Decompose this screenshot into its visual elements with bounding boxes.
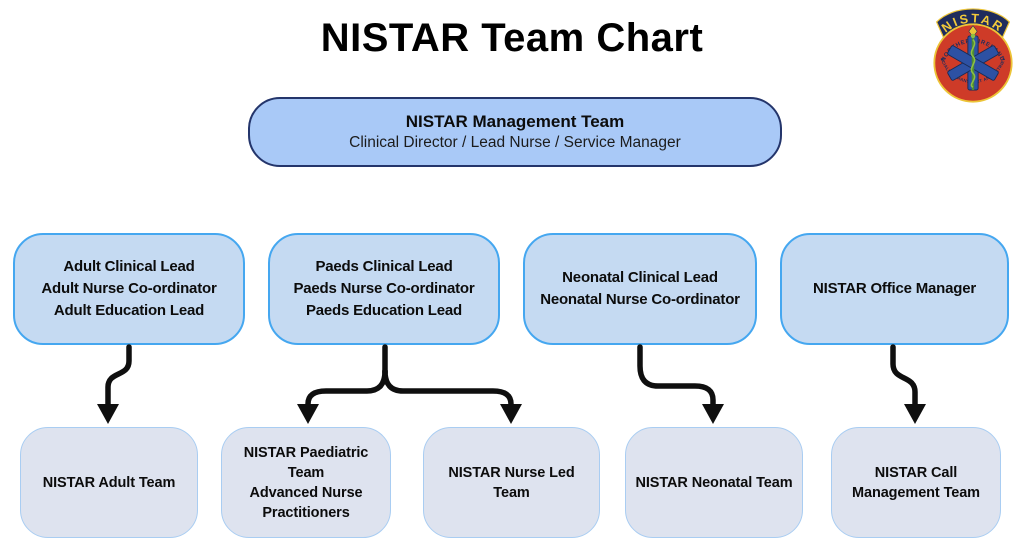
node-line: Management Team bbox=[852, 484, 980, 501]
node-line: Team bbox=[493, 484, 530, 501]
node-call-management-team: NISTAR Call Management Team bbox=[831, 427, 1001, 538]
arrow-office bbox=[890, 344, 918, 408]
arrowhead-neonatal bbox=[702, 404, 724, 424]
node-paediatric-team: NISTAR Paediatric Team Advanced Nurse Pr… bbox=[221, 427, 391, 538]
node-management-team: NISTAR Management Team Clinical Director… bbox=[248, 97, 782, 167]
arrowhead-adult bbox=[97, 404, 119, 424]
node-adult-leads: Adult Clinical Lead Adult Nurse Co-ordin… bbox=[13, 233, 245, 345]
node-office-manager: NISTAR Office Manager bbox=[780, 233, 1009, 345]
node-neonatal-team: NISTAR Neonatal Team bbox=[625, 427, 803, 538]
arrow-paeds-right bbox=[382, 368, 514, 408]
node-line: NISTAR Call bbox=[874, 464, 958, 481]
node-line: Paeds Education Lead bbox=[305, 302, 463, 319]
node-line: Advanced Nurse bbox=[249, 484, 363, 501]
arrowhead-office bbox=[904, 404, 926, 424]
arrow-paeds-left bbox=[305, 368, 388, 408]
arrow-adult bbox=[105, 344, 132, 408]
arrowhead-paeds-right bbox=[500, 404, 522, 424]
star-of-life-icon bbox=[947, 33, 999, 91]
node-line: Neonatal Clinical Lead bbox=[562, 269, 718, 286]
management-title: NISTAR Management Team bbox=[405, 112, 625, 131]
node-adult-team: NISTAR Adult Team bbox=[20, 427, 198, 538]
management-subtitle: Clinical Director / Lead Nurse / Service… bbox=[349, 134, 681, 151]
node-line: NISTAR Neonatal Team bbox=[635, 474, 793, 491]
node-line: NISTAR Office Manager bbox=[812, 280, 977, 297]
node-neonatal-leads: Neonatal Clinical Lead Neonatal Nurse Co… bbox=[523, 233, 757, 345]
node-line: Adult Nurse Co-ordinator bbox=[41, 280, 217, 297]
node-paeds-leads: Paeds Clinical Lead Paeds Nurse Co-ordin… bbox=[268, 233, 500, 345]
node-line: Neonatal Nurse Co-ordinator bbox=[540, 291, 740, 308]
nistar-logo: NISTAR NORTHERN IRELAND SPECIALIST TRANS… bbox=[932, 8, 1013, 103]
node-line: Paeds Nurse Co-ordinator bbox=[293, 280, 475, 297]
node-line: Adult Clinical Lead bbox=[63, 258, 195, 275]
node-line: NISTAR Nurse Led bbox=[448, 464, 575, 481]
node-line: Adult Education Lead bbox=[53, 302, 205, 319]
arrow-neonatal bbox=[637, 344, 716, 408]
arrowhead-paeds-left bbox=[297, 404, 319, 424]
node-line: NISTAR Paediatric bbox=[243, 444, 369, 461]
node-line: Practitioners bbox=[262, 504, 350, 521]
page-title: NISTAR Team Chart bbox=[320, 16, 704, 60]
rod-of-asclepius-icon bbox=[970, 33, 976, 91]
node-line: NISTAR Adult Team bbox=[42, 474, 176, 491]
node-line: Paeds Clinical Lead bbox=[315, 258, 453, 275]
node-nurse-led-team: NISTAR Nurse Led Team bbox=[423, 427, 600, 538]
node-line: Team bbox=[287, 464, 325, 481]
